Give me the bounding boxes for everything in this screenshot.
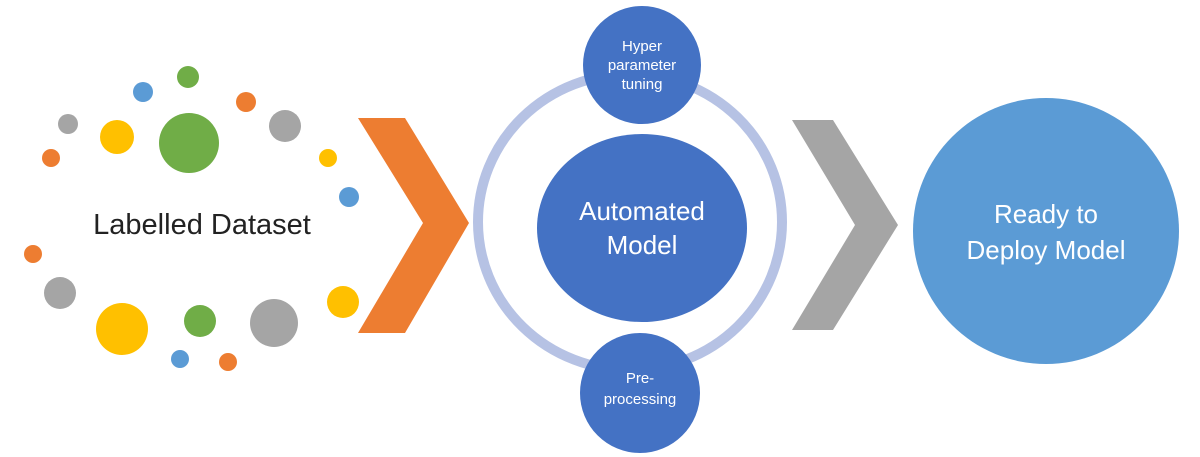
dataset-dot: [236, 92, 256, 112]
hyperparameter-tuning-shape: [583, 6, 701, 124]
automated-model-shape: [537, 134, 747, 322]
ready-to-deploy-shape: [913, 98, 1179, 364]
dataset-dot: [24, 245, 42, 263]
labelled-dataset-label: Labelled Dataset: [93, 209, 311, 241]
dataset-dot: [219, 353, 237, 371]
automated-model-label: Automated Model: [579, 196, 705, 260]
dataset-dot: [319, 149, 337, 167]
dataset-dot: [339, 187, 359, 207]
preprocessing-shape: [580, 333, 700, 453]
dataset-dot: [159, 113, 219, 173]
dataset-dot: [133, 82, 153, 102]
ready-to-deploy-label: Ready to Deploy Model: [966, 199, 1126, 265]
dataset-dot: [58, 114, 78, 134]
dataset-dot: [44, 277, 76, 309]
dataset-to-model-arrow-icon: [358, 118, 469, 333]
dataset-dot: [250, 299, 298, 347]
dataset-dot: [184, 305, 216, 337]
preprocessing-label: Pre- processing: [603, 370, 677, 408]
model-to-deploy-arrow-icon: [792, 120, 898, 330]
dataset-dot: [177, 66, 199, 88]
dataset-dot: [100, 120, 134, 154]
dataset-dot: [327, 286, 359, 318]
dataset-dot: [96, 303, 148, 355]
hyperparameter-tuning-label: Hyper parameter tuning: [607, 38, 677, 93]
dataset-dot: [269, 110, 301, 142]
dataset-dot: [171, 350, 189, 368]
dataset-dot: [42, 149, 60, 167]
